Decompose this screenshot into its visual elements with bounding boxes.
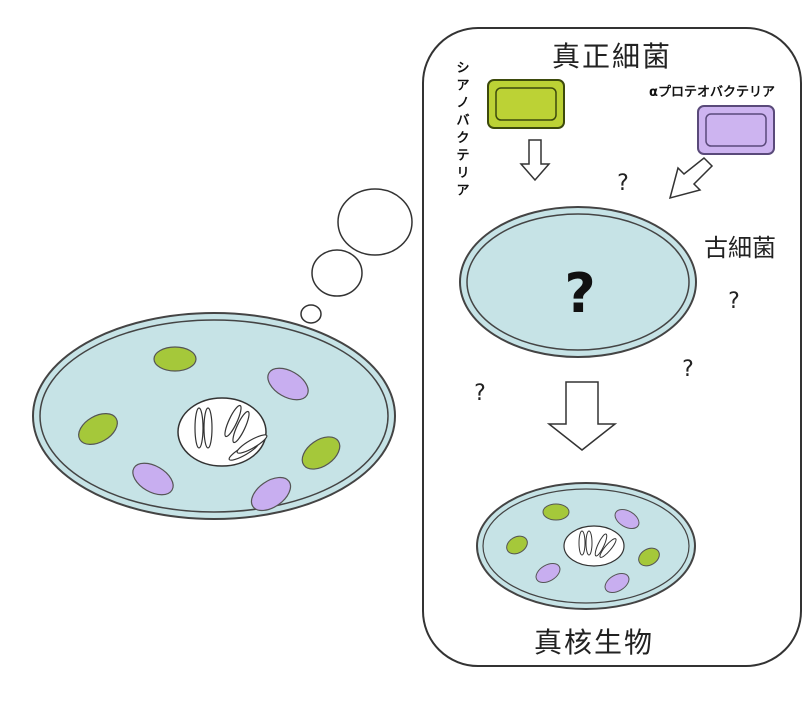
cyanobacteria-label: シアノバクテリア [456, 61, 469, 199]
question-mark-3: ? [682, 357, 694, 382]
thought-bubble-medium [311, 249, 363, 297]
archaea-question-mark: ? [564, 262, 595, 325]
eubacteria-label: 真正細菌 [552, 40, 672, 73]
alphaproteobacteria-label: αプロテオバクテリア [649, 85, 775, 100]
thought-bubble-large [337, 188, 413, 256]
svg-text:シアノバクテリア: シアノバクテリア [456, 61, 469, 199]
alphaproteobacteria-arrow [668, 156, 714, 200]
question-mark-2: ? [728, 289, 740, 314]
thought-bubble-small [300, 304, 322, 324]
eukaryote-cell-small [476, 482, 696, 610]
archaea-label: 古細菌 [704, 234, 776, 262]
evolution-arrow [546, 381, 618, 451]
archaea-cell [459, 206, 697, 358]
alphaproteobacteria-cell [697, 105, 775, 155]
question-mark-1: ? [617, 171, 629, 196]
question-mark-4: ? [474, 381, 486, 406]
eukaryote-label: 真核生物 [534, 626, 654, 659]
cyanobacteria-arrow [519, 139, 551, 182]
eukaryote-cell-large [32, 312, 396, 520]
cyanobacteria-cell [487, 79, 565, 129]
